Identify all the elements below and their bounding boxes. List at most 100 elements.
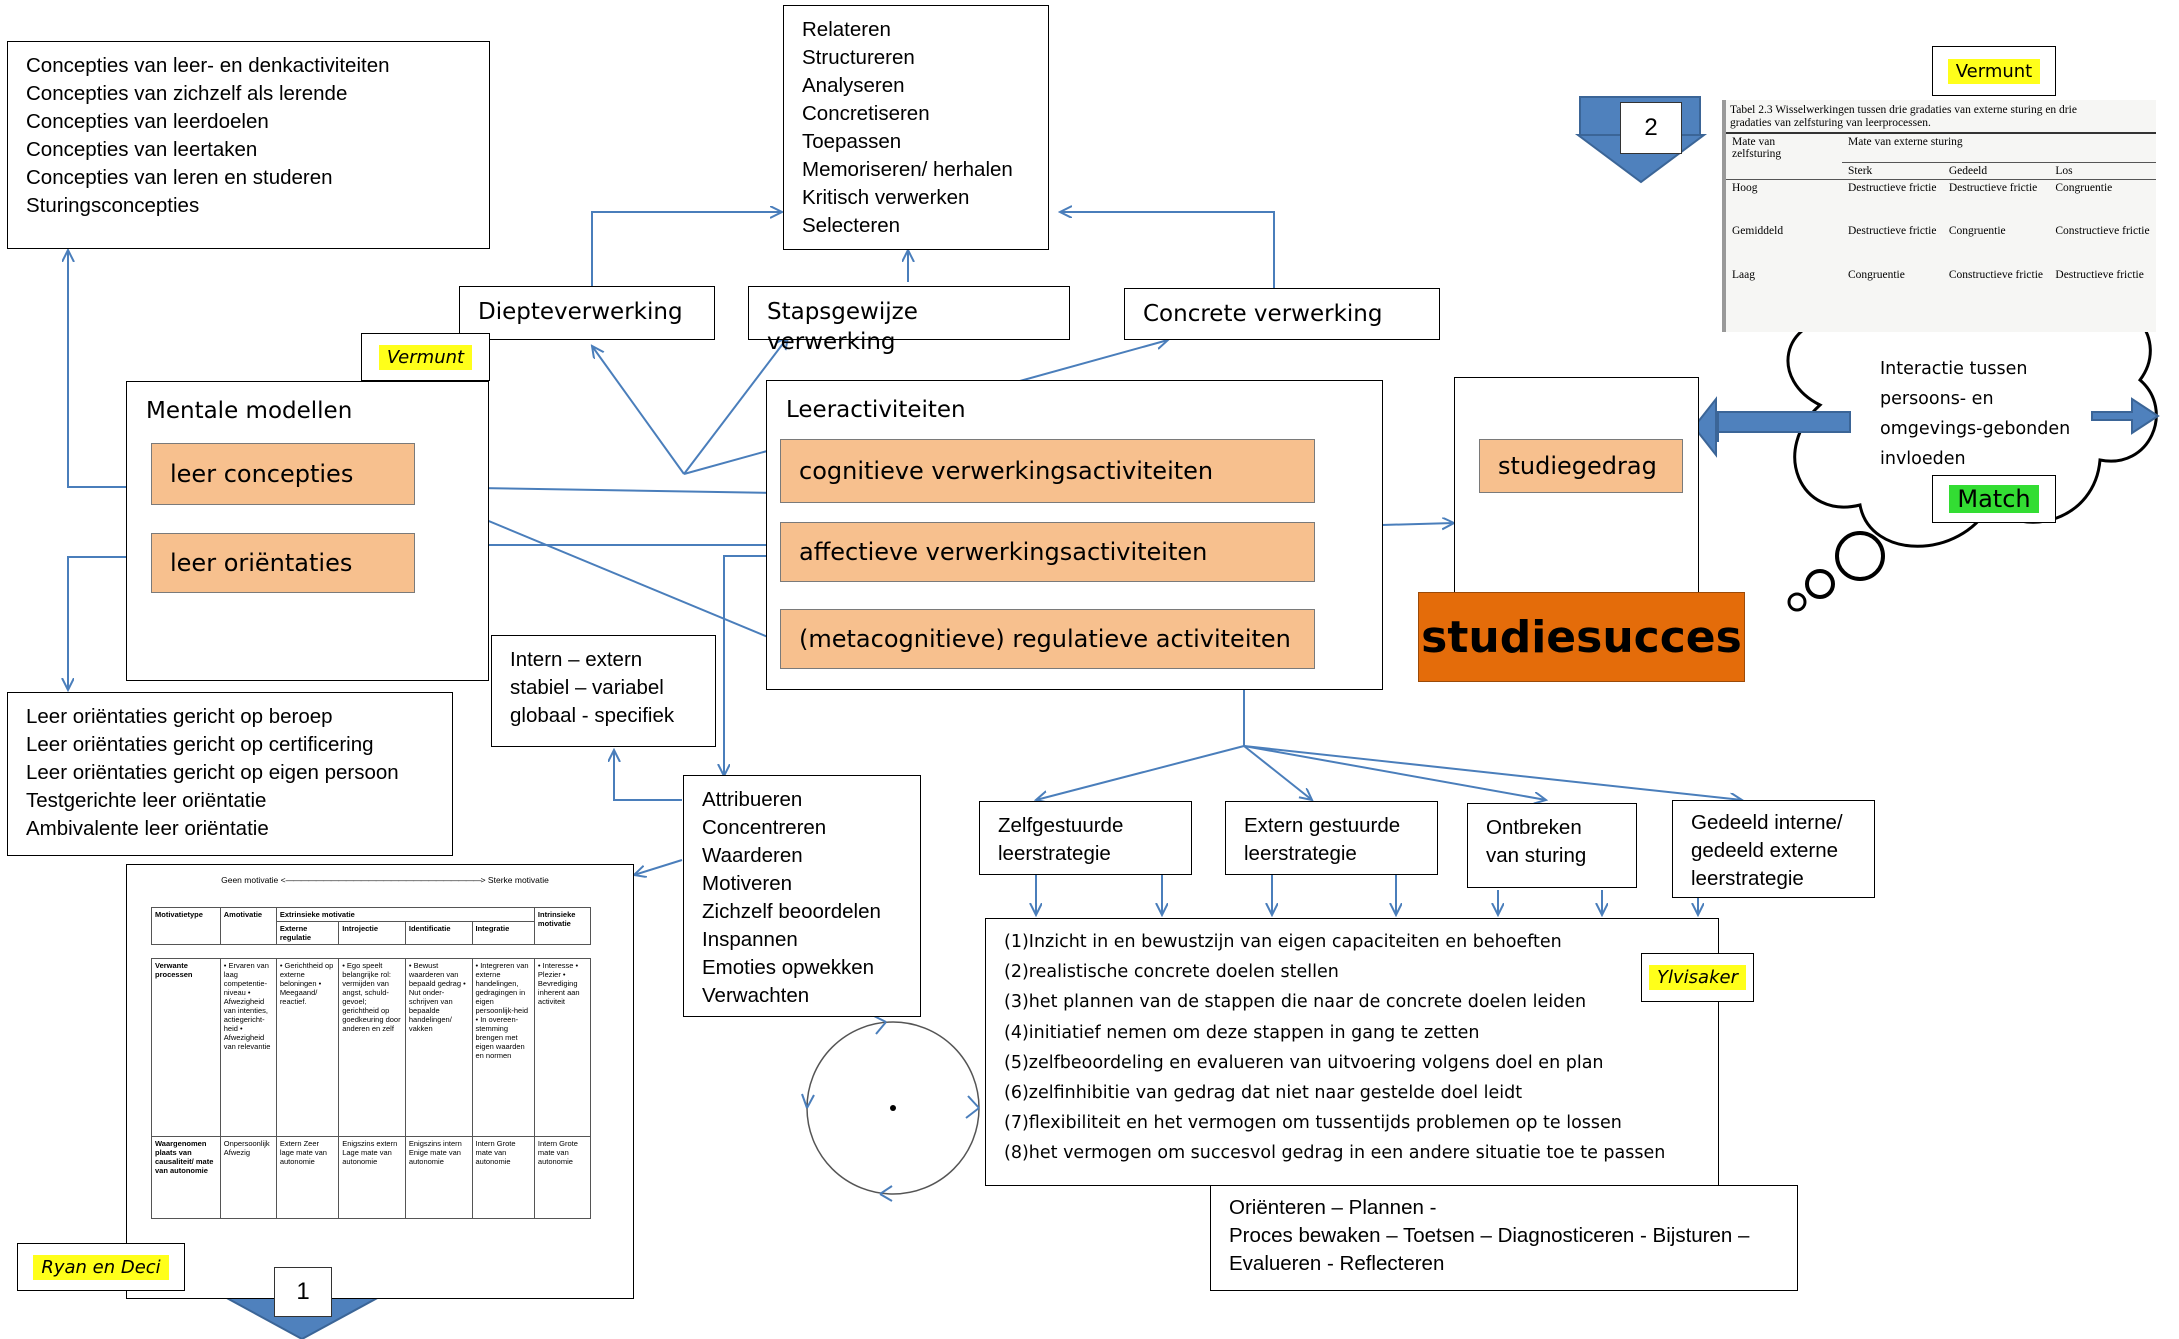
motivation-cell: Onpersoonlijk Afwezig [219,1136,277,1219]
vermunt-table-cell: Constructieve frictie [1948,269,2044,281]
executive-line: (3)het plannen van de stappen die naar d… [1004,992,1587,1013]
orienteren-line: Proces bewaken – Toetsen – Diagnosticere… [1229,1224,1750,1247]
affectief-box: affectieve verwerkingsactiviteiten [780,522,1315,582]
concrete-label: Concrete verwerking [1143,301,1383,327]
strategy-extern-gestuurd: Extern gestuurde leerstrategie [1225,801,1438,875]
motivation-header: Amotivatie [219,907,277,945]
concrete-box: Concrete verwerking [1124,288,1440,340]
executive-line: (5)zelfbeoordeling en evalueren van uitv… [1004,1052,1604,1073]
motivation-cell: • Integreren van externe handelingen, ge… [471,958,535,1137]
attribueren-item: Verwachten [702,984,810,1007]
vermunt-table-cell: Destructieve frictie [2055,269,2144,281]
strategy-line: leerstrategie [1244,842,1357,865]
vermunt-table-corner: Mate van [1732,136,1776,148]
motivation-row-label: Verwante processen [151,958,221,1137]
stapsgewijze-box: Stapsgewijze verwerking [748,286,1070,355]
motivation-header: Extrinsieke motivatie [275,907,535,922]
orientatie-line: Ambivalente leer oriëntatie [26,817,269,840]
mentale-modellen-box: Mentale modellen [126,381,489,681]
activiteiten-box: Relateren Structureren Analyseren Concre… [783,5,1049,250]
concepties-line: Concepties van leer- en denkactiviteiten [26,54,390,77]
strategy-line: leerstrategie [1691,867,1804,890]
match-label: Match [1949,485,2039,513]
executive-line: (7)flexibiliteit en het vermogen om tuss… [1004,1113,1622,1134]
diepteverwerking-label: Diepteverwerking [478,299,683,325]
match-tag: Match [1932,475,2056,523]
vermunt-table-row-label: Hoog [1732,181,1758,194]
motivation-scale: Geen motivatie <————————————————————————… [221,875,549,885]
orientatie-line: Testgerichte leer oriëntatie [26,789,267,812]
attribueren-box: Attribueren Concentreren Waarderen Motiv… [683,775,921,1017]
ryan-deci-label: Ryan en Deci [33,1254,169,1280]
activiteit-item: Analyseren [802,74,905,97]
vermunt-table-cell: Destructieve frictie [1848,225,1937,237]
motivation-subheader: Introjectie [338,921,406,945]
cognitief-label: cognitieve verwerkingsactiviteiten [799,457,1214,485]
vermunt-table-col: Gedeeld [1948,164,1988,177]
orientatie-line: Leer oriëntaties gericht op eigen persoo… [26,761,399,784]
cycle-circle [801,1015,980,1202]
vermunt-left-label: Vermunt [378,344,473,370]
regulatief-label: (metacognitieve) regulatieve activiteite… [799,625,1291,653]
thought-bubble-line: Interactie tussen [1880,359,2028,379]
orientatie-line: Leer oriëntaties gericht op certificerin… [26,733,374,756]
attribueren-item: Concentreren [702,816,827,839]
vermunt-table-row-label: Gemiddeld [1732,225,1784,237]
concepties-box: Concepties van leer- en denkactiviteiten… [7,41,490,249]
executive-line: (4)initiatief nemen om deze stappen in g… [1004,1022,1480,1043]
diepteverwerking-box: Diepteverwerking [459,286,715,340]
attribueren-item: Zichzelf beoordelen [702,900,881,923]
motivation-row-label: Waargenomen plaats van causaliteit/ mate… [151,1136,221,1219]
strategy-line: gedeeld externe [1691,839,1839,862]
motivation-scale-right: > Sterke motivatie [480,875,549,885]
motivation-subheader: Identificatie [404,921,473,945]
strategy-line: Ontbreken [1486,816,1582,839]
activiteit-item: Relateren [802,18,891,41]
strategy-zelfgestuurd: Zelfgestuurde leerstrategie [979,801,1192,875]
motivation-cell: • Gerichtheid op externe beloningen • Me… [275,958,340,1137]
intern-line: stabiel – variabel [510,676,664,699]
vermunt-table-cell: Congruentie [2055,181,2113,194]
motivation-scale-left: Geen motivatie < [221,875,286,885]
numbered-arrow-1: 1 [274,1267,332,1317]
leer-concepties-box: leer concepties [151,443,415,505]
leer-concepties-label: leer concepties [170,460,354,488]
activiteit-item: Concretiseren [802,102,930,125]
motivation-cell: • Ervaren van laag competentie-niveau • … [219,958,277,1137]
concepties-line: Concepties van leertaken [26,138,258,161]
vermunt-table-row-label: Laag [1732,269,1755,281]
vermunt-tag-right: Vermunt [1932,46,2056,96]
strategy-line: Gedeeld interne/ [1691,811,1843,834]
leer-orientaties-box: leer oriëntaties [151,533,415,593]
vermunt-table: Tabel 2.3 Wisselwerkingen tussen drie gr… [1722,100,2156,332]
orientatie-line: Leer oriëntaties gericht op beroep [26,705,333,728]
motivation-table: Motivatietype Amotivatie Extrinsieke mot… [151,907,592,1219]
vermunt-table-cell: Destructieve frictie [1848,181,1937,194]
motivation-subheader: Externe regulatie [275,921,340,945]
activiteit-item: Selecteren [802,214,901,237]
strategy-line: leerstrategie [998,842,1111,865]
stapsgewijze-label: Stapsgewijze verwerking [767,299,918,355]
vermunt-table-corner: zelfsturing [1732,148,1782,160]
leer-orientaties-label: leer oriëntaties [170,549,353,577]
intern-line: globaal - specifiek [510,704,675,727]
attribueren-item: Emoties opwekken [702,956,875,979]
activiteit-item: Structureren [802,46,915,69]
attribueren-item: Attribueren [702,788,803,811]
activiteit-item: Toepassen [802,130,902,153]
mentale-modellen-title: Mentale modellen [146,398,353,424]
cognitief-box: cognitieve verwerkingsactiviteiten [780,439,1315,503]
motivation-cell: Extern Zeer lage mate van autonomie [275,1136,340,1219]
studiesucces-label: studiesucces [1421,611,1742,663]
vermunt-table-cell: Destructieve frictie [1948,181,2038,194]
vermunt-table-cell: Congruentie [1848,269,1905,281]
motivation-cell: Intern Grote mate van autonomie [533,1136,592,1219]
motivation-cell: Enigszins intern Enige mate van autonomi… [404,1136,473,1219]
concepties-line: Concepties van leren en studeren [26,166,333,189]
motivation-header: Intrinsieke motivatie [533,907,592,945]
thought-bubble-line: invloeden [1880,449,1966,469]
thought-bubble-text: Interactie tussen persoons- en omgevings… [1880,354,2070,474]
strategy-line: Extern gestuurde [1244,814,1401,837]
vermunt-table-cell: Congruentie [1948,225,2006,237]
thought-bubble-line: persoons- en [1880,389,1994,409]
